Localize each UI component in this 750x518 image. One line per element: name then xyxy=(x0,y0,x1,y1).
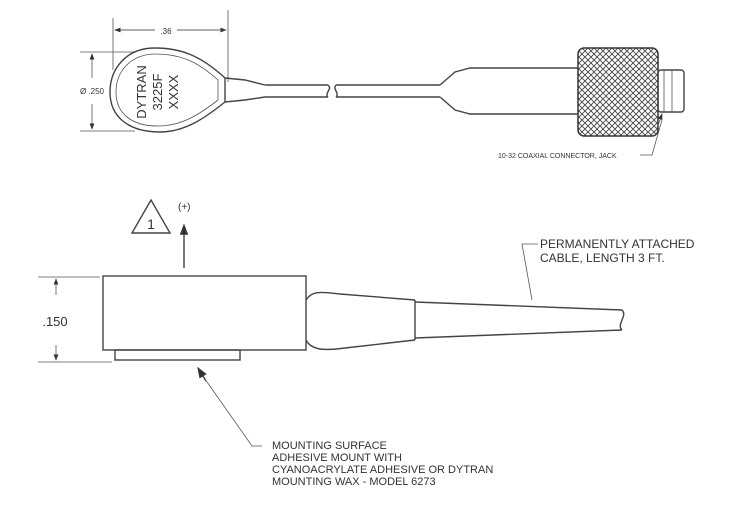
sensor-marking: DYTRAN 3225F XXXX xyxy=(134,65,181,118)
top-view: .36 Ø .250 DYTRAN 3225F XXXX 10-32 COAXI… xyxy=(80,10,685,160)
svg-text:DYTRAN: DYTRAN xyxy=(134,65,149,118)
connector-label: 10-32 COAXIAL CONNECTOR, JACK xyxy=(498,153,617,160)
cable-top-left xyxy=(265,84,331,98)
polarity-label: (+) xyxy=(178,202,191,213)
cable-side xyxy=(414,301,625,339)
side-view: 1 (+) .150 PERMANENTLY ATTACHED CABLE, L… xyxy=(38,198,695,488)
sensor-body-side xyxy=(102,275,307,351)
connector-leader xyxy=(640,119,663,156)
strain-relief-top xyxy=(224,77,266,103)
mounting-leader xyxy=(199,371,262,447)
mounting-base xyxy=(114,349,241,361)
strain-relief-side xyxy=(305,291,416,351)
svg-text:XXXX: XXXX xyxy=(166,74,181,109)
cable-leader xyxy=(521,243,538,301)
note-number: 1 xyxy=(147,216,155,232)
jack xyxy=(657,69,685,113)
cable-label-line-1: PERMANENTLY ATTACHED xyxy=(540,237,695,251)
mounting-label-line-2: ADHESIVE MOUNT WITH xyxy=(272,452,402,464)
connector-boot xyxy=(439,67,578,115)
svg-text:3225F: 3225F xyxy=(150,74,165,111)
diameter-dim: Ø .250 xyxy=(80,87,105,96)
mounting-label-line-1: MOUNTING SURFACE xyxy=(272,440,387,452)
cable-top-right xyxy=(334,84,440,98)
cable-label-line-2: CABLE, LENGTH 3 FT. xyxy=(540,251,665,265)
mounting-label-line-4: MOUNTING WAX - MODEL 6273 xyxy=(272,476,436,488)
sensor-head-top xyxy=(109,47,226,133)
width-dim: .36 xyxy=(160,27,172,36)
height-dim: .150 xyxy=(42,314,67,329)
knurled-nut xyxy=(577,47,659,137)
note-triangle xyxy=(130,198,172,234)
mounting-label-line-3: CYANOACRYLATE ADHESIVE OR DYTRAN xyxy=(272,464,493,476)
